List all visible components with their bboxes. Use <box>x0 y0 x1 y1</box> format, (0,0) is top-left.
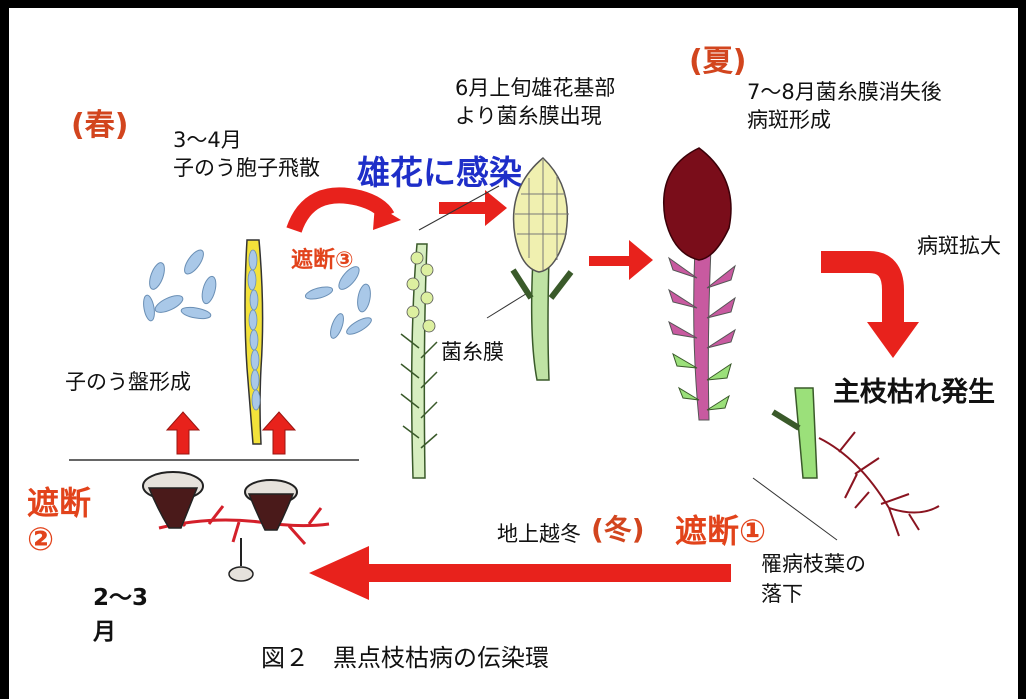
main-branch-label: 主枝枯れ発生 <box>833 370 995 409</box>
fallen-line1: 罹病枝葉の <box>761 550 866 578</box>
lesion-expand-label: 病斑拡大 <box>917 232 1001 260</box>
season-spring: (春) <box>71 100 128 144</box>
june-line2: より菌糸膜出現 <box>455 102 602 130</box>
spring-spore-line1: 3～4月 <box>173 126 242 154</box>
mycelium-label: 菌糸膜 <box>441 338 504 366</box>
curved-arrow-spores <box>294 195 401 230</box>
overwinter-label: 地上越冬 <box>497 520 581 548</box>
arrow-to-male-flower <box>439 190 507 226</box>
apothecia-label: 子のう盤形成 <box>65 368 191 396</box>
fallen-line2: 落下 <box>761 580 803 608</box>
july-line1: 7～8月菌糸膜消失後 <box>747 78 942 106</box>
cut-3-label: 遮断③ <box>291 242 354 274</box>
ascus-illustration <box>245 240 263 444</box>
feb-mar-line1: 2～3 <box>93 578 148 612</box>
spring-spore-line2: 子のう胞子飛散 <box>173 154 320 182</box>
infect-male-flower-label: 雄花に感染 <box>357 146 522 194</box>
figure-caption: 図２ 黒点枝枯病の伝染環 <box>261 638 549 673</box>
cut-2-line1: 遮断 <box>27 478 91 524</box>
up-arrow-right <box>263 412 295 454</box>
leader-mycelium <box>487 292 529 318</box>
season-winter: (冬) <box>591 508 645 548</box>
fallen-branch <box>773 388 939 536</box>
june-line1: 6月上旬雄花基部 <box>455 74 615 102</box>
spore-cluster-left <box>142 247 219 322</box>
arrow-to-summer <box>589 240 653 280</box>
feb-mar-line2: 月 <box>93 612 116 646</box>
apothecia-illustration <box>143 472 329 581</box>
up-arrow-left <box>167 412 199 454</box>
curved-arrow-lesion <box>821 262 919 358</box>
season-summer: (夏) <box>689 36 746 80</box>
july-line2: 病斑形成 <box>747 106 831 134</box>
cut-2-line2: ② <box>27 520 54 558</box>
cut-1-label: 遮断① <box>675 506 766 552</box>
infected-shoot-small <box>401 244 437 478</box>
lesion-shoot <box>664 148 735 420</box>
arrow-overwinter <box>309 546 731 600</box>
spore-cluster-right <box>304 263 373 340</box>
